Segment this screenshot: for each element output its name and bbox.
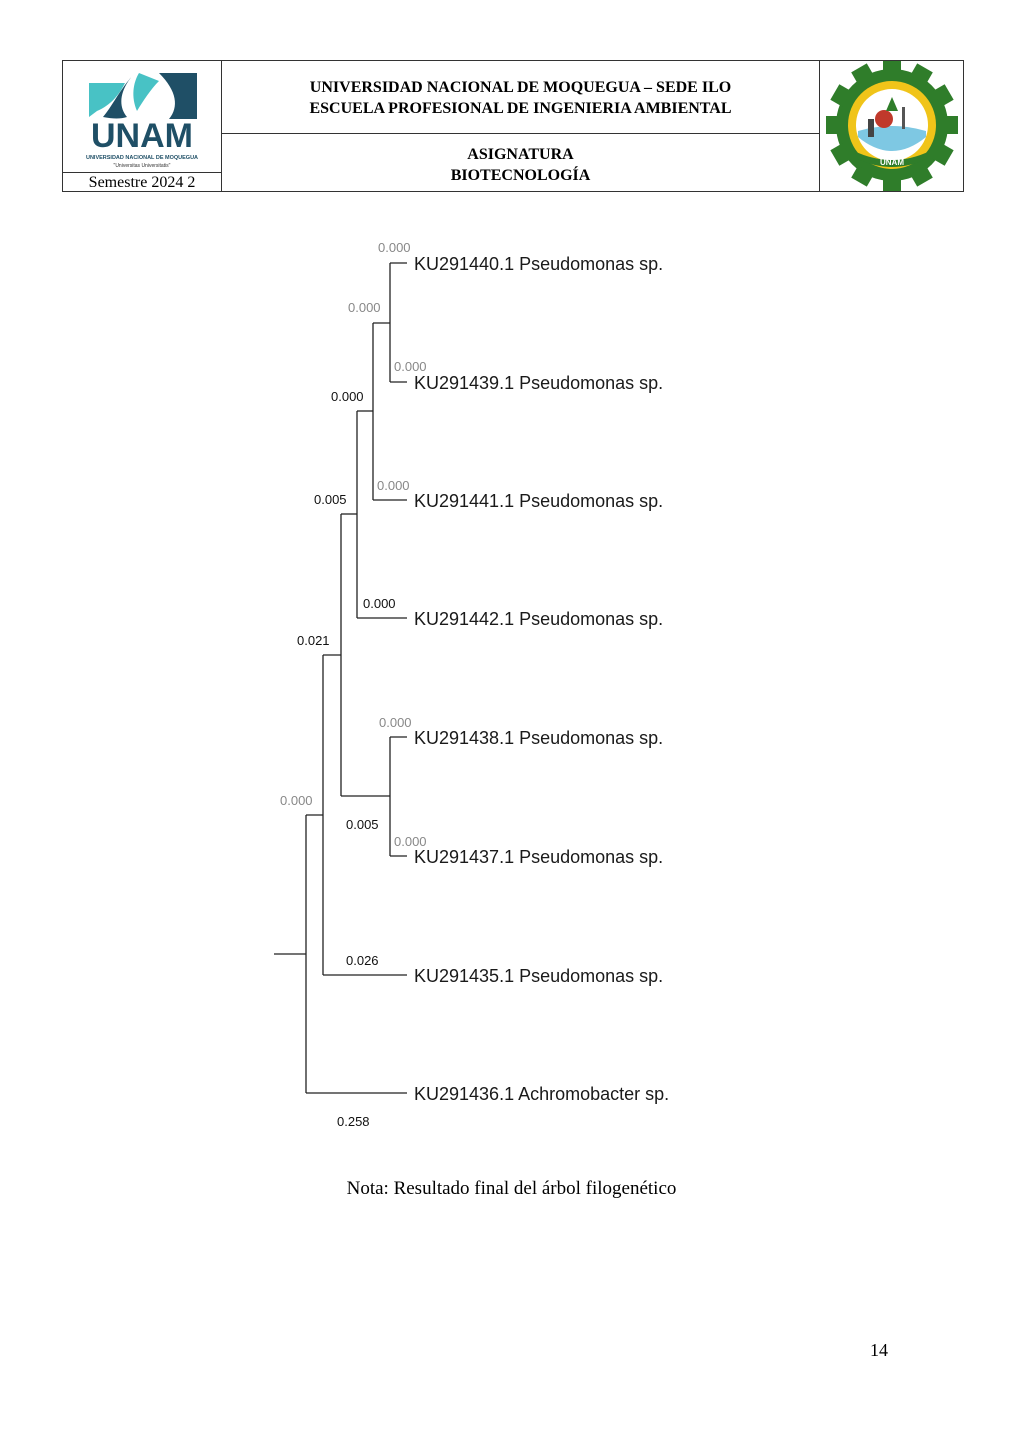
tree-leaf-label: KU291438.1 Pseudomonas sp. [414, 728, 663, 748]
tree-leaf-label: KU291435.1 Pseudomonas sp. [414, 966, 663, 986]
branch-length-label: 0.000 [377, 478, 410, 493]
tree-leaf-label: KU291442.1 Pseudomonas sp. [414, 609, 663, 629]
tree-leaf-label: KU291436.1 Achromobacter sp. [414, 1084, 669, 1104]
branch-length-label: 0.258 [337, 1114, 370, 1129]
figure-caption: Nota: Resultado final del árbol filogené… [346, 1178, 677, 1199]
tree-leaf-labels: KU291440.1 Pseudomonas sp. KU291439.1 Ps… [414, 254, 669, 1104]
branch-length-label: 0.000 [379, 715, 412, 730]
unam-logo-graphic: UNAM UNIVERSIDAD NACIONAL DE MOQUEGUA "U… [86, 73, 198, 169]
branch-length-label: 0.005 [346, 817, 379, 832]
institution-block: UNIVERSIDAD NACIONAL DE MOQUEGUA – SEDE … [221, 61, 819, 134]
seal-gear-icon: UNAM [826, 59, 958, 191]
branch-length-label: 0.000 [331, 389, 364, 404]
logo-subtitle: UNIVERSIDAD NACIONAL DE MOQUEGUA [86, 155, 198, 161]
unam-logo: UNAM UNIVERSIDAD NACIONAL DE MOQUEGUA "U… [63, 61, 221, 172]
tree-leaf-label: KU291440.1 Pseudomonas sp. [414, 254, 663, 274]
subject-name: BIOTECNOLOGÍA [450, 167, 591, 184]
logo-wordmark: UNAM [91, 117, 193, 155]
tree-leaf-label: KU291439.1 Pseudomonas sp. [414, 373, 663, 393]
university-name: UNIVERSIDAD NACIONAL DE MOQUEGUA – SEDE … [309, 79, 732, 96]
subject-block: ASIGNATURA BIOTECNOLOGÍA [221, 134, 819, 192]
faculty-seal: UNAM [819, 59, 964, 192]
logo-motto: "Universitas Universitatis" [114, 163, 171, 169]
seal-bottom-label: UNAM [880, 158, 904, 167]
branch-length-labels: 0.000 0.000 0.000 0.000 0.000 0.005 0.00… [280, 240, 427, 1129]
branch-length-label: 0.005 [314, 492, 347, 507]
branch-length-label: 0.026 [346, 953, 379, 968]
phylogenetic-tree: 0.000 0.000 0.000 0.000 0.000 0.005 0.00… [274, 240, 669, 1129]
document-header: UNAM UNIVERSIDAD NACIONAL DE MOQUEGUA "U… [62, 59, 964, 192]
branch-length-label: 0.000 [378, 240, 411, 255]
branch-length-label: 0.000 [348, 300, 381, 315]
tree-branches [274, 262, 407, 1094]
branch-length-label: 0.000 [363, 596, 396, 611]
branch-length-label: 0.000 [394, 834, 427, 849]
school-name: ESCUELA PROFESIONAL DE INGENIERIA AMBIEN… [309, 100, 732, 117]
branch-length-label: 0.000 [394, 359, 427, 374]
semester-label: Semestre 2024 2 [63, 172, 221, 192]
branch-length-label: 0.000 [280, 793, 313, 808]
subject-heading: ASIGNATURA [467, 146, 574, 163]
branch-length-label: 0.021 [297, 633, 330, 648]
tree-leaf-label: KU291437.1 Pseudomonas sp. [414, 847, 663, 867]
page-number: 14 [870, 1340, 888, 1360]
tree-leaf-label: KU291441.1 Pseudomonas sp. [414, 491, 663, 511]
